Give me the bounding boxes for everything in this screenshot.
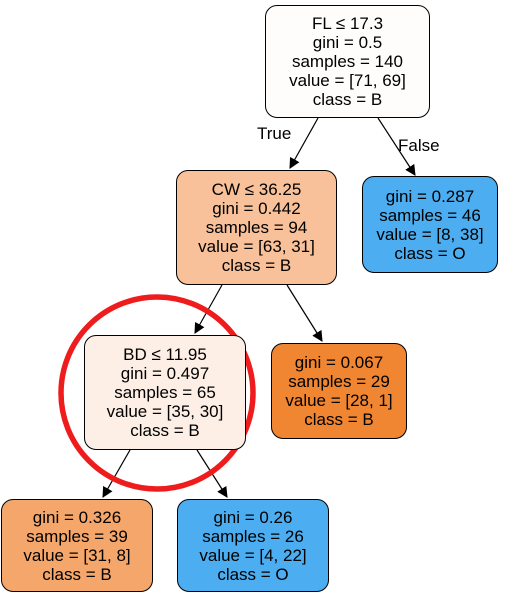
node-line: class = O bbox=[394, 243, 466, 263]
node-line: value = [35, 30] bbox=[106, 402, 224, 421]
node-line: CW ≤ 36.25 bbox=[211, 180, 302, 199]
edge-label-true: True bbox=[257, 124, 292, 143]
node-line: value = [31, 8] bbox=[23, 545, 131, 565]
node-line: class = B bbox=[304, 410, 374, 429]
node-line: samples = 26 bbox=[202, 526, 304, 546]
node-line: gini = 0.442 bbox=[212, 199, 301, 218]
node-line: class = B bbox=[130, 421, 200, 440]
node-line: class = B bbox=[42, 564, 112, 584]
node-line: samples = 46 bbox=[379, 205, 481, 225]
node-line: FL ≤ 17.3 bbox=[311, 14, 384, 33]
edge-n1-to-n4 bbox=[286, 284, 323, 342]
node-line: value = [71, 69] bbox=[289, 71, 406, 90]
node-line: gini = 0.287 bbox=[385, 186, 475, 206]
edge-root-to-n2 bbox=[377, 117, 416, 176]
node-line: gini = 0.26 bbox=[213, 507, 293, 527]
node-line: BD ≤ 11.95 bbox=[123, 345, 207, 364]
node-line: value = [8, 38] bbox=[376, 224, 484, 244]
edge-n3-to-n5 bbox=[102, 449, 131, 498]
node-line: class = O bbox=[217, 564, 289, 584]
node-line: class = B bbox=[312, 90, 383, 109]
node-line: value = [28, 1] bbox=[285, 391, 393, 410]
node-line: gini = 0.5 bbox=[312, 33, 383, 52]
node-line: class = B bbox=[221, 256, 292, 275]
node-line: samples = 39 bbox=[26, 526, 128, 546]
node-line: value = [63, 31] bbox=[198, 237, 315, 256]
node-line: samples = 94 bbox=[205, 218, 308, 237]
node-line: gini = 0.497 bbox=[120, 364, 210, 383]
node-line: samples = 29 bbox=[288, 372, 390, 391]
highlight-circle bbox=[58, 294, 256, 492]
edge-label-false: False bbox=[398, 136, 440, 155]
edge-root-to-n1 bbox=[289, 117, 319, 169]
node-line: samples = 140 bbox=[291, 52, 404, 71]
node-line: samples = 65 bbox=[114, 383, 216, 402]
node-line: value = [4, 22] bbox=[199, 545, 307, 565]
node-line: gini = 0.326 bbox=[32, 507, 122, 527]
node-line: gini = 0.067 bbox=[294, 353, 384, 372]
